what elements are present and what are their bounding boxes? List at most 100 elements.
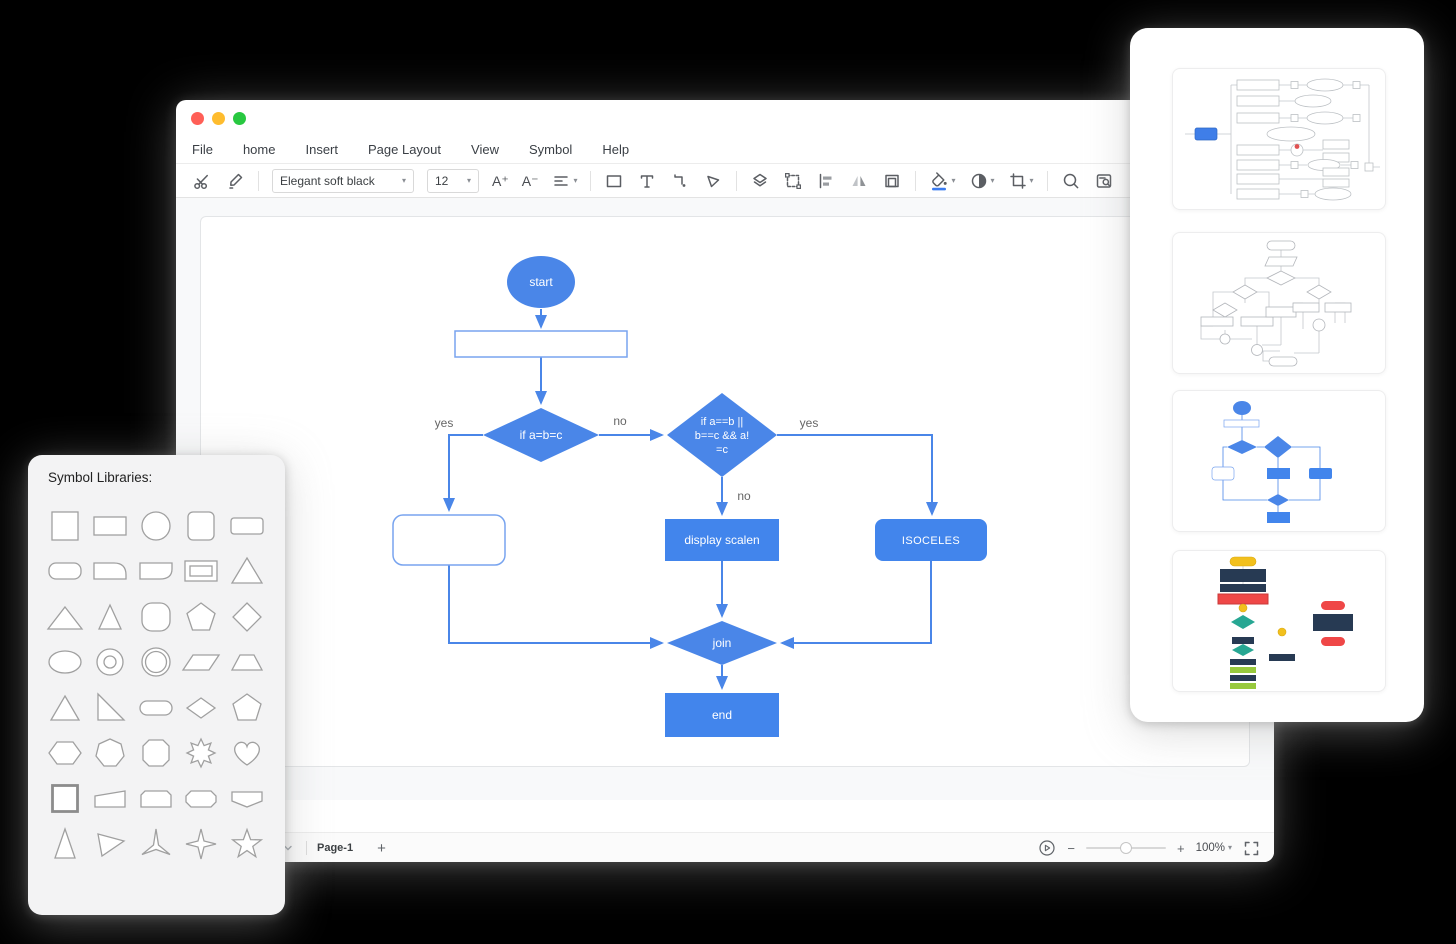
symbol-parallelogram[interactable] <box>179 640 225 686</box>
symbol-right-triangle[interactable] <box>88 685 134 731</box>
find-replace-button[interactable] <box>1094 171 1114 191</box>
cut-button[interactable] <box>192 171 212 191</box>
group-button[interactable] <box>783 171 803 191</box>
symbol-round-rect-2[interactable] <box>42 549 88 595</box>
close-window-button[interactable] <box>190 111 204 125</box>
canvas-page[interactable]: start if a=b=c if a==b || b==c && a! =c … <box>200 216 1250 767</box>
flow-node-end[interactable] <box>665 693 779 737</box>
templates-panel <box>1130 28 1424 722</box>
symbol-hexagon[interactable] <box>42 731 88 777</box>
flow-node-empty-rounded[interactable] <box>392 514 506 566</box>
mirror-icon <box>852 175 866 186</box>
connector-tool-button[interactable] <box>670 171 690 191</box>
symbol-triangle[interactable] <box>224 549 270 595</box>
zoom-out-button[interactable]: − <box>1067 840 1075 856</box>
menu-page-layout[interactable]: Page Layout <box>368 142 442 157</box>
font-family-select[interactable]: Elegant soft black ▾ <box>272 168 414 193</box>
fill-color-button[interactable]: ▾ <box>929 171 956 191</box>
menu-symbol[interactable]: Symbol <box>528 142 573 157</box>
symbol-thick-square[interactable] <box>42 776 88 822</box>
symbol-diamond-b[interactable] <box>179 685 225 731</box>
flow-node-isoceles[interactable] <box>875 519 987 561</box>
page-tab[interactable]: Page-1 <box>317 842 354 854</box>
template-thumbnail-gray-flowchart[interactable] <box>1172 232 1386 374</box>
flow-node-cond2[interactable] <box>667 393 777 477</box>
symbol-rounded-rectangle[interactable] <box>224 503 270 549</box>
symbol-rectangle[interactable] <box>88 503 134 549</box>
symbol-card-top-right[interactable] <box>88 549 134 595</box>
symbol-banner[interactable] <box>224 776 270 822</box>
align-left-icon <box>820 173 832 188</box>
symbol-heptagon[interactable] <box>88 731 134 777</box>
fullscreen-button[interactable] <box>1243 840 1260 857</box>
symbol-cut-top-rect[interactable] <box>133 776 179 822</box>
rectangle-tool-button[interactable] <box>604 171 624 191</box>
zoom-slider[interactable] <box>1085 842 1166 854</box>
zoom-level-select[interactable]: 100% ▾ <box>1196 842 1232 854</box>
increase-font-button[interactable]: A⁺ <box>492 174 509 188</box>
symbol-narrow-triangle[interactable] <box>88 594 134 640</box>
menu-file[interactable]: File <box>192 142 213 157</box>
zoom-search-button[interactable] <box>1061 171 1081 191</box>
polygon-tool-button[interactable] <box>703 171 723 191</box>
align-button[interactable] <box>816 171 836 191</box>
symbol-cut-rect[interactable] <box>179 776 225 822</box>
symbol-star-4[interactable] <box>179 822 225 868</box>
symbol-triangle-b[interactable] <box>42 685 88 731</box>
pages-collapse-button[interactable] <box>280 840 296 856</box>
presentation-play-button[interactable] <box>1038 839 1056 857</box>
menu-insert[interactable]: Insert <box>305 142 338 157</box>
symbol-squircle[interactable] <box>133 594 179 640</box>
symbol-pentagon-b[interactable] <box>224 685 270 731</box>
flow-node-cond1[interactable] <box>483 408 599 462</box>
text-align-button[interactable]: ▾ <box>551 171 577 191</box>
symbol-quad[interactable] <box>88 776 134 822</box>
menu-help[interactable]: Help <box>602 142 630 157</box>
symbol-rounded-square[interactable] <box>179 503 225 549</box>
zoom-slider-knob[interactable] <box>1119 842 1132 854</box>
shape-color-button[interactable]: ▾ <box>969 171 995 191</box>
symbol-trapezoid[interactable] <box>224 640 270 686</box>
symbol-star-8[interactable] <box>179 731 225 777</box>
flow-node-empty-process[interactable] <box>454 330 628 358</box>
thick-square-icon <box>50 783 79 813</box>
layers-button[interactable] <box>750 171 770 191</box>
decrease-font-button[interactable]: A⁻ <box>522 174 539 188</box>
symbol-pentagon[interactable] <box>179 594 225 640</box>
zoom-window-button[interactable] <box>232 111 246 125</box>
symbol-circle[interactable] <box>133 503 179 549</box>
symbol-donut[interactable] <box>88 640 134 686</box>
symbol-star-3[interactable] <box>133 822 179 868</box>
symbol-star-5[interactable] <box>224 822 270 868</box>
symbol-double-circle[interactable] <box>133 640 179 686</box>
symbol-stadium[interactable] <box>133 685 179 731</box>
flow-node-join[interactable] <box>667 621 777 665</box>
font-size-select[interactable]: 12 ▾ <box>427 168 479 193</box>
symbol-diamond[interactable] <box>224 594 270 640</box>
frame-button[interactable] <box>882 171 902 191</box>
symbol-ellipse[interactable] <box>42 640 88 686</box>
template-thumbnail-arduino-flowchart[interactable] <box>1172 550 1386 692</box>
symbol-octagon[interactable] <box>133 731 179 777</box>
menu-view[interactable]: View <box>471 142 499 157</box>
add-page-button[interactable]: + <box>377 839 386 857</box>
symbol-wide-triangle[interactable] <box>42 594 88 640</box>
template-thumbnail-blue-flowchart[interactable] <box>1172 390 1386 532</box>
symbol-square[interactable] <box>42 503 88 549</box>
zoom-in-button[interactable]: + <box>1176 840 1185 856</box>
crop-button[interactable]: ▾ <box>1008 171 1034 191</box>
symbol-card-bottom[interactable] <box>133 549 179 595</box>
flip-button[interactable] <box>849 171 869 191</box>
flow-node-display[interactable] <box>665 519 779 561</box>
format-painter-button[interactable] <box>225 171 245 191</box>
symbol-arrow-triangle[interactable] <box>88 822 134 868</box>
menu-home[interactable]: home <box>242 142 276 157</box>
symbol-double-rectangle[interactable] <box>179 549 225 595</box>
symbol-heart[interactable] <box>224 731 270 777</box>
text-tool-button[interactable] <box>637 171 657 191</box>
star-3-icon <box>141 829 171 856</box>
symbol-tall-triangle[interactable] <box>42 822 88 868</box>
template-thumbnail-syntax-diagram[interactable] <box>1172 68 1386 210</box>
minimize-window-button[interactable] <box>211 111 225 125</box>
flow-node-start[interactable] <box>507 256 575 308</box>
